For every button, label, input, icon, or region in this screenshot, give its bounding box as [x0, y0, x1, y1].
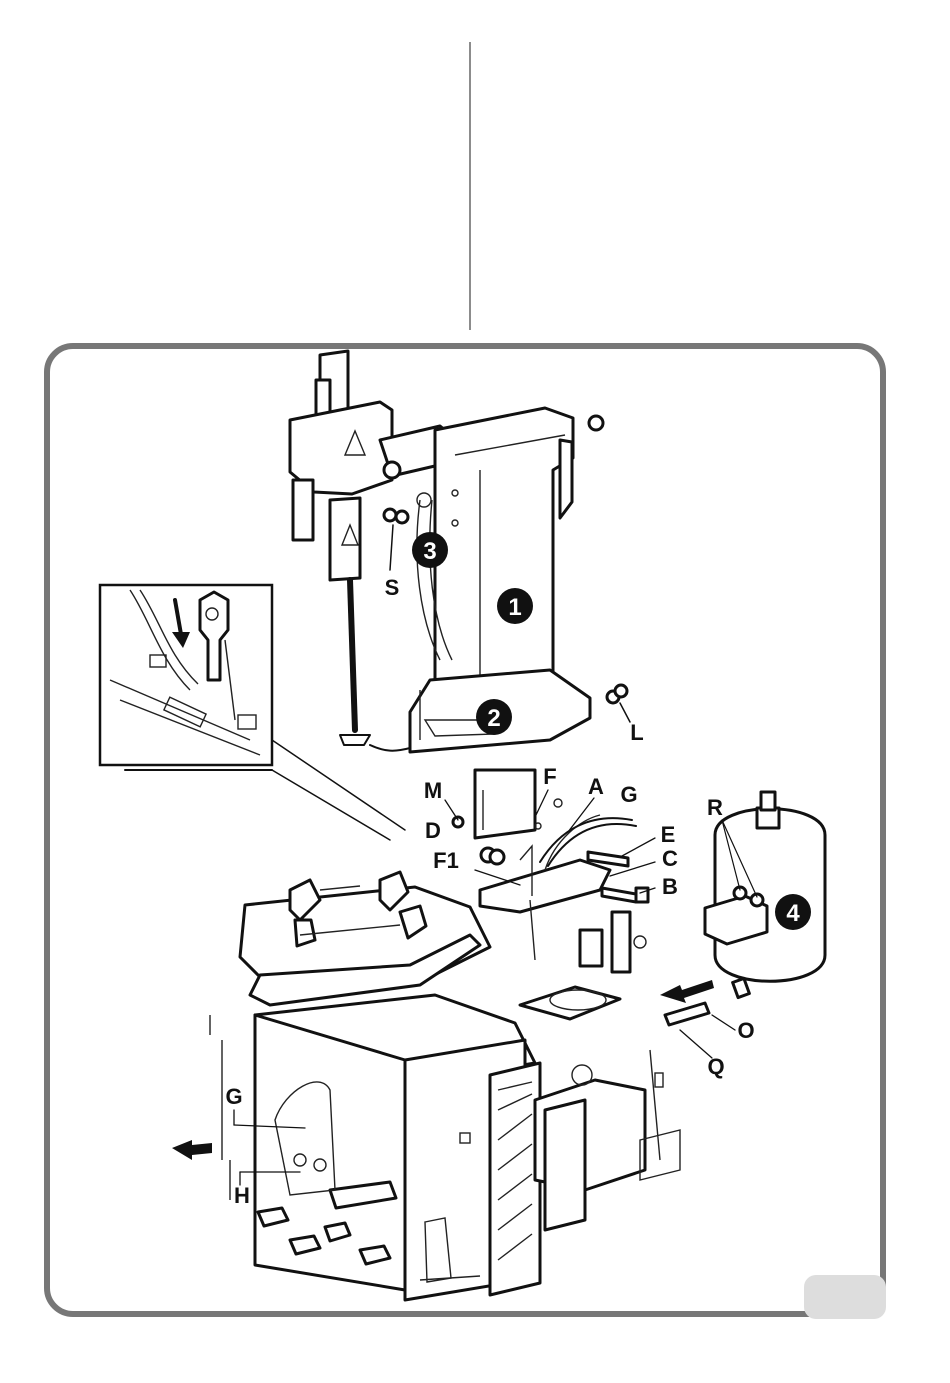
callout-Q: Q	[707, 1054, 724, 1079]
part-number-4: 4	[775, 894, 811, 930]
callout-L: L	[630, 720, 643, 745]
callout-G-upper: G	[620, 782, 637, 807]
callout-F: F	[543, 764, 556, 789]
callout-S: S	[385, 575, 400, 600]
callout-R: R	[707, 795, 723, 820]
callout-E: E	[661, 822, 676, 847]
svg-text:2: 2	[487, 705, 500, 732]
air-tank	[705, 792, 825, 981]
callout-M: M	[424, 778, 442, 803]
callout-D: D	[425, 818, 441, 843]
callout-H: H	[234, 1183, 250, 1208]
part-number-1: 1	[497, 588, 533, 624]
part-number-2: 2	[476, 699, 512, 735]
callout-B: B	[662, 874, 678, 899]
callout-F1: F1	[433, 848, 459, 873]
part-number-3: 3	[412, 532, 448, 568]
svg-text:1: 1	[508, 594, 521, 621]
svg-text:3: 3	[423, 538, 436, 565]
callout-O: O	[737, 1018, 754, 1043]
direction-arrow-icon	[172, 1140, 212, 1160]
upper-column-assembly	[290, 351, 630, 752]
direction-arrow-icon	[660, 980, 714, 1003]
turntable	[240, 872, 490, 1005]
detail-inset	[100, 585, 405, 840]
page-tab	[804, 1275, 886, 1319]
callout-C: C	[662, 846, 678, 871]
callout-G-lower: G	[225, 1084, 242, 1109]
svg-text:4: 4	[786, 900, 800, 927]
callout-A: A	[588, 774, 604, 799]
